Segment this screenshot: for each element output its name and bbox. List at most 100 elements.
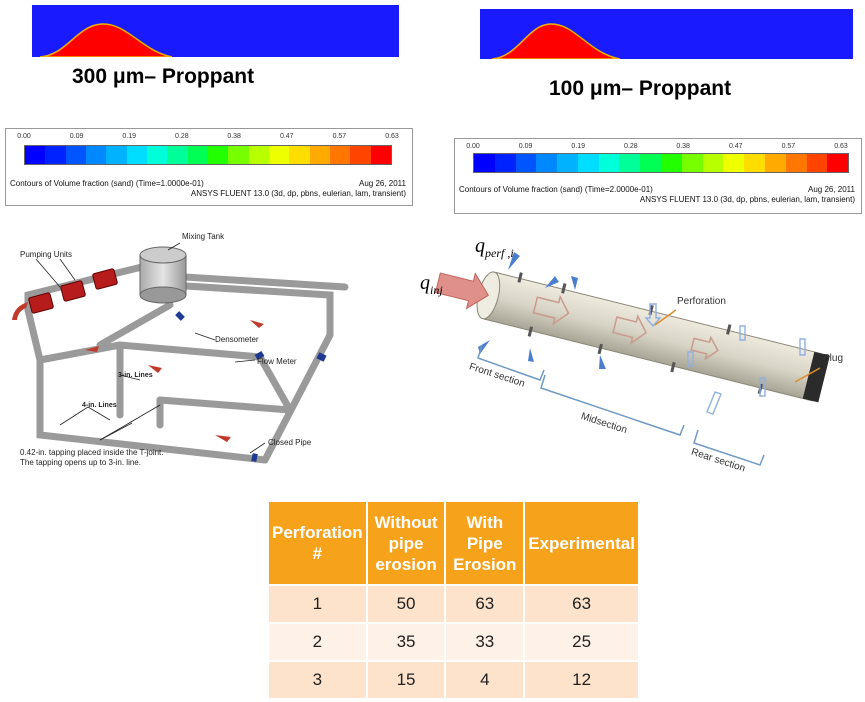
colorbar-swatch: [474, 154, 495, 172]
tick: 0.19: [122, 133, 137, 140]
legend-date-left: Aug 26, 2011: [358, 179, 406, 188]
colorbar-swatch: [248, 146, 269, 164]
colorbar-swatch: [764, 154, 786, 172]
tick: 0.47: [728, 143, 743, 150]
sand-bed-300um: [39, 23, 173, 57]
pumping-units-label: Pumping Units: [20, 250, 73, 259]
colorbar-swatch: [329, 146, 351, 164]
table-cell: 12: [523, 660, 640, 700]
densometer-label: Densometer: [215, 335, 259, 344]
colorbar-swatch: [744, 154, 765, 172]
table-cell: 2: [267, 622, 368, 662]
mixing-tank-label: Mixing Tank: [182, 232, 225, 241]
legend-solver-left: ANSYS FLUENT 13.0 (3d, dp, pbns, euleria…: [190, 189, 406, 198]
sand-bed-100um: [491, 23, 621, 59]
table-row: 2 35 33 25: [267, 622, 640, 662]
colorbar-swatch: [309, 146, 330, 164]
colorbar-swatch: [106, 146, 127, 164]
legend-box-right: 0.00 0.09 0.19 0.28 0.38 0.47 0.57 0.63 …: [454, 138, 862, 214]
closed-pipe-label: Closed Pipe: [268, 438, 312, 447]
pipe-loop-diagram: Mixing Tank Pumping Units Densometer Flo…: [0, 225, 440, 485]
colorbar-swatch: [350, 146, 371, 164]
table-cell: 63: [444, 584, 526, 624]
colorbar-swatch: [785, 154, 807, 172]
title-300um: 300 μm– Proppant: [72, 65, 255, 88]
q-perf-subscript: perf ,i: [485, 246, 514, 260]
tick: 0.00: [466, 143, 480, 150]
colorbar-swatch: [598, 154, 620, 172]
colorbar-swatch: [827, 154, 849, 172]
colorbar-swatch: [577, 154, 599, 172]
tick: 0.63: [834, 143, 848, 150]
colorbar-swatch: [126, 146, 147, 164]
colorbar-swatch: [806, 154, 828, 172]
title-100um: 100 μm– Proppant: [549, 77, 732, 100]
colorbar-swatch: [25, 146, 46, 164]
plug-icon: [802, 351, 830, 403]
tick: 0.38: [676, 143, 690, 150]
tick: 0.28: [175, 133, 189, 140]
colorbar-ticks-left: 0.00 0.09 0.19 0.28 0.38 0.47 0.57 0.63: [17, 133, 399, 143]
q-inj-label: qinj: [420, 272, 443, 298]
flow-meter-icon: [175, 311, 327, 462]
header-with-erosion: With Pipe Erosion: [444, 500, 526, 586]
table-cell: 50: [365, 584, 447, 624]
flow-arrow-icon: [12, 302, 264, 442]
injection-arrow-icon: [434, 272, 490, 310]
legend-date-right: Aug 26, 2011: [807, 185, 855, 194]
table-cell: 33: [444, 622, 526, 662]
colorbar-swatch: [681, 154, 703, 172]
header-experimental: Experimental: [523, 500, 640, 586]
colorbar-swatch: [187, 146, 208, 164]
tick: 0.19: [571, 143, 586, 150]
colorbar-swatch: [702, 154, 724, 172]
q-inj-symbol: q: [420, 272, 430, 294]
tick: 0.09: [518, 143, 533, 150]
header-perforation: Perforation #: [267, 500, 368, 586]
colorbar-swatch: [494, 154, 516, 172]
tick: 0.00: [17, 133, 31, 140]
colorbar-swatch: [268, 146, 290, 164]
contour-plot-300um: [32, 5, 399, 57]
lines-3in-label: 3-in. Lines: [118, 372, 153, 379]
wellbore-diagram: qinj qperf ,i Perforation Plug Front sec…: [420, 230, 865, 485]
colorbar-swatch: [207, 146, 229, 164]
legend-box-left: 0.00 0.09 0.19 0.28 0.38 0.47 0.57 0.63 …: [5, 128, 413, 206]
plug-label: Plug: [823, 353, 844, 364]
tick: 0.57: [781, 143, 796, 150]
lines-4in-label: 4-in. Lines: [82, 402, 117, 409]
pump-unit-icon: [28, 268, 118, 314]
q-perf-label: qperf ,i: [475, 235, 514, 261]
colorbar-left: [24, 145, 392, 165]
colorbar-swatch: [85, 146, 107, 164]
table-row: 3 15 4 12: [267, 660, 640, 700]
pipe-loop-drawing: [12, 242, 349, 464]
header-without-erosion: Without pipe erosion: [365, 500, 447, 586]
colorbar-swatch: [65, 146, 86, 164]
colorbar-swatch: [45, 146, 66, 164]
legend-caption-left: Contours of Volume fraction (sand) (Time…: [10, 179, 204, 188]
tapping-note-line2: The tapping opens up to 3-in. line.: [20, 458, 141, 467]
wellbore-drawing: [434, 252, 830, 466]
tick: 0.09: [69, 133, 84, 140]
colorbar-swatch: [370, 146, 391, 164]
results-table: Perforation # Without pipe erosion With …: [267, 500, 640, 700]
table-cell: 35: [365, 622, 447, 662]
colorbar-swatch: [515, 154, 537, 172]
tick: 0.63: [385, 133, 399, 140]
colorbar-swatch: [536, 154, 558, 172]
colorbar-right: [473, 153, 849, 173]
flow-meter-label: Flow Meter: [257, 357, 297, 366]
tick: 0.47: [279, 133, 294, 140]
table-row: 1 50 63 63: [267, 584, 640, 624]
colorbar-ticks-right: 0.00 0.09 0.19 0.28 0.38 0.47 0.57 0.63: [466, 143, 848, 153]
table-header-row: Perforation # Without pipe erosion With …: [267, 500, 640, 586]
tick: 0.38: [227, 133, 241, 140]
colorbar-swatch: [557, 154, 578, 172]
legend-caption-right: Contours of Volume fraction (sand) (Time…: [459, 185, 653, 194]
perforation-flow-arrow-outline-icon: [644, 303, 806, 415]
colorbar-swatch: [723, 154, 745, 172]
mixing-tank-icon: [139, 246, 187, 304]
tick: 0.57: [332, 133, 347, 140]
tapping-note-line1: 0.42-in. tapping placed inside the T-joi…: [20, 448, 164, 457]
